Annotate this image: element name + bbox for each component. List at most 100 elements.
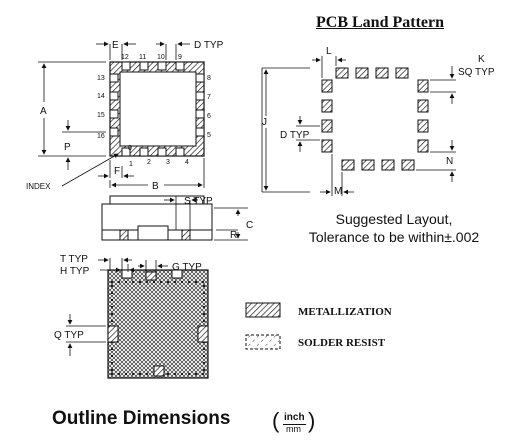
pin-label-14: 14 bbox=[97, 93, 105, 100]
layout-note: Suggested Layout, Tolerance to be within… bbox=[296, 210, 492, 246]
edge-dot bbox=[180, 372, 184, 376]
outline-dimensions-title: Outline Dimensions bbox=[52, 408, 231, 429]
dim-J: J bbox=[262, 117, 267, 128]
edge-dot bbox=[110, 361, 114, 365]
units-fraction: ( inch mm ) bbox=[272, 408, 320, 437]
edge-dot bbox=[201, 372, 205, 376]
solder-resist-swatch bbox=[245, 334, 281, 350]
edge-dot bbox=[110, 368, 114, 372]
edge-dot bbox=[166, 280, 170, 284]
edge-dot bbox=[138, 372, 142, 376]
pin-label-0: 0 bbox=[128, 145, 132, 152]
pin-label-2: 2 bbox=[147, 159, 151, 166]
edge-dot bbox=[110, 298, 114, 302]
pin-label-16: 16 bbox=[97, 133, 105, 140]
dim-H-typ: H TYP bbox=[60, 266, 90, 277]
edge-dot bbox=[202, 298, 206, 302]
dim-SQ-typ: SQ TYP bbox=[458, 67, 495, 78]
edge-dot bbox=[117, 280, 121, 284]
dim-N: N bbox=[446, 156, 453, 167]
edge-dot bbox=[145, 372, 149, 376]
dim-K: K bbox=[478, 54, 485, 65]
dim-M: M bbox=[334, 186, 342, 197]
pcb-land-pattern-title: PCB Land Pattern bbox=[316, 14, 444, 31]
pin-label-1: 1 bbox=[129, 161, 133, 168]
edge-dot bbox=[110, 347, 114, 351]
package-side-view: S TYP C R bbox=[101, 195, 253, 241]
pin-label-7: 7 bbox=[207, 94, 211, 101]
units-mm: mm bbox=[286, 424, 301, 434]
dim-P: P bbox=[64, 142, 71, 153]
edge-dot bbox=[152, 280, 156, 284]
dim-C: C bbox=[246, 220, 253, 231]
dim-A: A bbox=[40, 106, 47, 117]
edge-dot bbox=[201, 280, 205, 284]
units-open-paren: ( bbox=[272, 408, 280, 433]
edge-dot bbox=[145, 280, 149, 284]
dim-D-typ: D TYP bbox=[194, 40, 224, 51]
package-bottom-view: T TYP H TYP G TYP Q TYP bbox=[54, 254, 209, 379]
edge-dot bbox=[194, 372, 198, 376]
edge-dot bbox=[159, 280, 163, 284]
edge-dot bbox=[202, 291, 206, 295]
edge-dot bbox=[202, 368, 206, 372]
pin-label-13: 13 bbox=[97, 75, 105, 82]
dim-R: R bbox=[230, 230, 237, 241]
legend-metallization: METALLIZATION bbox=[298, 306, 392, 318]
edge-dot bbox=[173, 372, 177, 376]
dim-L: L bbox=[326, 46, 332, 57]
edge-dot bbox=[202, 284, 206, 288]
edge-dot bbox=[180, 280, 184, 284]
edge-dot bbox=[110, 312, 114, 316]
legend-solder-resist: SOLDER RESIST bbox=[298, 337, 386, 349]
pcb-land-pattern: J L K SQ TYP D TYP N M bbox=[261, 46, 495, 197]
edge-dot bbox=[202, 354, 206, 358]
layout-note-line2: Tolerance to be within±.002 bbox=[308, 229, 480, 245]
edge-dot bbox=[110, 319, 114, 323]
units-inch: inch bbox=[284, 412, 305, 423]
edge-dot bbox=[187, 280, 191, 284]
dim-F: F bbox=[114, 166, 120, 177]
dim-G-typ: G TYP bbox=[172, 262, 202, 273]
units-close-paren: ) bbox=[308, 408, 316, 433]
dim-S-typ: S TYP bbox=[184, 196, 213, 207]
pin-label-8: 8 bbox=[207, 75, 211, 82]
edge-dot bbox=[173, 280, 177, 284]
pin-label-9: 9 bbox=[178, 54, 182, 61]
edge-dot bbox=[138, 280, 142, 284]
edge-dot bbox=[202, 361, 206, 365]
pin-label-10: 10 bbox=[157, 54, 165, 61]
edge-dot bbox=[117, 372, 121, 376]
dim-E: E bbox=[112, 40, 119, 51]
index-label: INDEX bbox=[26, 182, 51, 191]
pin-label-3: 3 bbox=[166, 159, 170, 166]
edge-dot bbox=[131, 280, 135, 284]
layout-note-line1: Suggested Layout, bbox=[335, 211, 453, 227]
edge-dot bbox=[202, 312, 206, 316]
pin-label-6: 6 bbox=[207, 113, 211, 120]
pin-label-11: 11 bbox=[139, 54, 146, 61]
edge-dot bbox=[110, 372, 114, 376]
edge-dot bbox=[124, 280, 128, 284]
edge-dot bbox=[110, 354, 114, 358]
legend: METALLIZATION SOLDER RESIST bbox=[245, 302, 392, 350]
dim-D-typ-pcb: D TYP bbox=[280, 130, 310, 141]
package-top-view: 12 11 10 9 1 2 3 4 13 14 15 16 8 7 6 5 0… bbox=[26, 40, 224, 192]
edge-dot bbox=[194, 280, 198, 284]
edge-dot bbox=[110, 305, 114, 309]
dim-T-typ: T TYP bbox=[60, 254, 88, 265]
edge-dot bbox=[110, 284, 114, 288]
edge-dot bbox=[166, 372, 170, 376]
edge-dot bbox=[202, 305, 206, 309]
edge-dot bbox=[187, 372, 191, 376]
metallization-swatch bbox=[245, 302, 281, 318]
pin-label-15: 15 bbox=[97, 112, 105, 119]
pin-label-12: 12 bbox=[121, 54, 129, 61]
pin-label-4: 4 bbox=[185, 159, 189, 166]
edge-dot bbox=[124, 372, 128, 376]
units-fraction-bar bbox=[283, 424, 306, 425]
edge-dot bbox=[202, 319, 206, 323]
pin-label-5: 5 bbox=[207, 132, 211, 139]
edge-dot bbox=[110, 291, 114, 295]
